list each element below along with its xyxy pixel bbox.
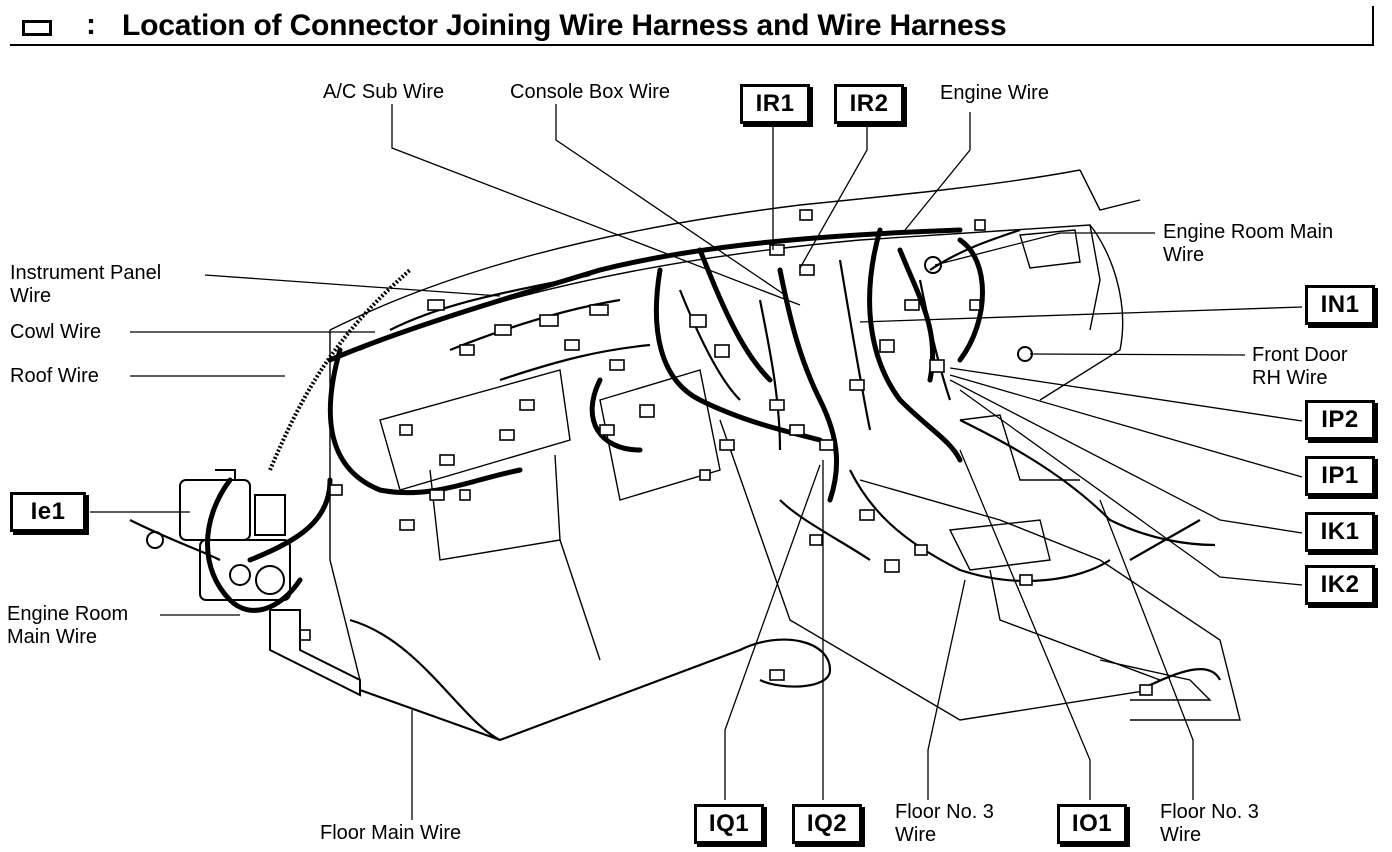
connector-blocks [299,209,1153,696]
label-roof-wire: Roof Wire [10,365,99,387]
title-separator: : [86,8,96,41]
label-console-box-wire: Console Box Wire [510,81,671,103]
label-instrument-panel-wire: Instrument Panel Wire [10,262,161,308]
label-line: Instrument Panel [10,262,162,284]
connector-code-ip1: IP1 [1305,456,1375,496]
connector-code-ik2: IK2 [1305,565,1375,605]
label-engine-wire: Engine Wire [940,82,1049,104]
label-line: RH Wire [1252,367,1328,389]
label-line: Engine Room Main [1163,221,1334,243]
connector-code-ie1: Ie1 [10,492,86,532]
harness-wires [129,228,1221,742]
connector-code-io1: IO1 [1057,804,1127,844]
label-line: Engine Room [7,603,129,625]
label-line: Front Door [1252,344,1348,366]
connector-code-ir1: IR1 [740,84,810,124]
connector-code-ir2: IR2 [834,84,904,124]
label-ac-sub-wire: A/C Sub Wire [323,81,445,103]
label-floor-no3-wire-a: Floor No. 3 Wire [895,801,994,847]
label-floor-main-wire: Floor Main Wire [320,822,462,844]
left-junction [146,256,1033,697]
connector-code-ip2: IP2 [1305,400,1375,440]
page-title: Location of Connector Joining Wire Harne… [122,9,1007,42]
label-engine-room-main-wire-left: Engine Room Main Wire [7,603,128,649]
connector-code-iq2: IQ2 [792,804,862,844]
label-floor-no3-wire-b: Floor No. 3 Wire [1160,801,1259,847]
label-line: Floor No. 3 [895,801,994,823]
harness-bundles [205,227,985,613]
label-line: Wire [1160,824,1202,846]
label-line: Wire [1163,244,1205,266]
label-cowl-wire: Cowl Wire [10,321,102,343]
label-line: Wire [10,285,52,307]
dashboard-outline [329,169,1241,721]
label-line: Main Wire [7,626,98,648]
connector-code-in1: IN1 [1305,285,1375,325]
label-front-door-rh-wire: Front Door RH Wire [1252,344,1348,390]
roof-wire-coil [268,268,412,471]
connector-code-iq1: IQ1 [694,804,764,844]
connector-code-ik1: IK1 [1305,512,1375,552]
label-line: Wire [895,824,937,846]
square-symbol-icon [22,20,52,36]
leader-lines [90,104,1303,820]
label-engine-room-main-wire-right: Engine Room Main Wire [1163,221,1333,267]
label-line: Floor No. 3 [1160,801,1259,823]
title-bar [10,6,1374,46]
